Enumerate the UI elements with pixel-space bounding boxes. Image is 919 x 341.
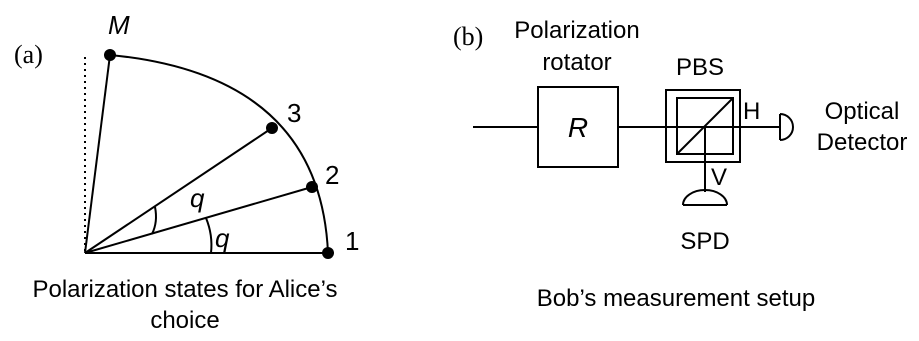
spd-label: SPD bbox=[680, 228, 729, 255]
point-1 bbox=[322, 247, 334, 259]
label-point-1: 1 bbox=[345, 226, 359, 256]
rotator-label-line2: rotator bbox=[542, 49, 611, 76]
caption-a-line1: Polarization states for Alice’s bbox=[32, 276, 337, 303]
angle-arc-lower bbox=[205, 217, 213, 254]
caption-a-line2: choice bbox=[150, 307, 219, 334]
panel-b: (b) Polarization rotator R PBS H Optical… bbox=[453, 17, 907, 312]
panel-b-tag: (b) bbox=[453, 22, 483, 51]
point-3 bbox=[266, 122, 278, 134]
panel-a: (a) M 3 2 1 q q Polarization states for … bbox=[14, 10, 359, 334]
detector-label-line1: Optical bbox=[825, 98, 900, 125]
label-point-2: 2 bbox=[325, 160, 339, 190]
radius-to-point-3 bbox=[84, 127, 273, 254]
angle-label-lower: q bbox=[215, 223, 230, 253]
optical-detector-shape bbox=[779, 113, 794, 141]
spd-detector-shape bbox=[682, 189, 728, 206]
rotator-label-line1: Polarization bbox=[514, 17, 639, 44]
quarter-circle-arc bbox=[109, 54, 329, 254]
label-point-3: 3 bbox=[287, 98, 301, 128]
angle-label-upper: q bbox=[190, 183, 205, 213]
point-m bbox=[104, 49, 116, 61]
radius-to-point-m bbox=[84, 54, 111, 254]
radius-to-point-2 bbox=[84, 186, 313, 254]
v-label: V bbox=[711, 164, 727, 191]
point-2 bbox=[306, 181, 318, 193]
pbs-label: PBS bbox=[676, 54, 724, 81]
label-point-m: M bbox=[108, 10, 130, 40]
caption-b: Bob’s measurement setup bbox=[537, 285, 815, 312]
h-label: H bbox=[743, 98, 760, 125]
detector-label-line2: Detector bbox=[817, 129, 908, 156]
panel-a-tag: (a) bbox=[14, 40, 43, 69]
rotator-symbol: R bbox=[568, 112, 588, 143]
angle-arc-upper bbox=[151, 206, 157, 235]
